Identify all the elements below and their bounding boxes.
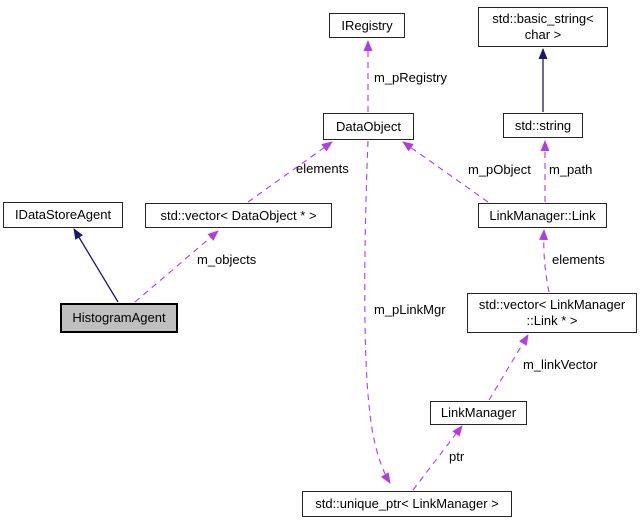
node-label-line: std::string bbox=[514, 117, 572, 133]
node-std-string[interactable]: std::string bbox=[503, 113, 583, 138]
edge-label-usage-m-pregistry: m_pRegistry bbox=[374, 70, 447, 85]
node-basic-string[interactable]: std::basic_string<char > bbox=[478, 7, 608, 47]
edge-label-usage-elements-link: elements bbox=[552, 252, 605, 267]
edge-usage-m-objects bbox=[134, 230, 219, 303]
edge-inherit-histogramagent-idatastoreagent bbox=[73, 228, 119, 303]
edge-label-usage-m-objects: m_objects bbox=[197, 252, 257, 267]
node-vector-dataobject[interactable]: std::vector< DataObject * > bbox=[145, 203, 332, 228]
edge-usage-ptr bbox=[412, 425, 463, 491]
node-label-line: char > bbox=[524, 27, 562, 42]
node-iregistry[interactable]: IRegistry bbox=[329, 13, 405, 38]
node-label-line: LinkManager::Link bbox=[489, 207, 596, 223]
node-label-line: DataObject bbox=[335, 118, 402, 134]
node-linkmanager[interactable]: LinkManager bbox=[430, 401, 527, 425]
node-unique-ptr[interactable]: std::unique_ptr< LinkManager > bbox=[302, 491, 512, 517]
node-label-line: IRegistry bbox=[341, 17, 393, 33]
edge-usage-m-linkvector bbox=[488, 334, 529, 401]
node-vector-link[interactable]: std::vector< LinkManager::Link * > bbox=[467, 293, 637, 333]
edge-label-usage-m-linkvector: m_linkVector bbox=[523, 357, 598, 372]
edge-label-usage-m-plinkmgr: m_pLinkMgr bbox=[374, 302, 446, 317]
node-label-line: IDataStoreAgent bbox=[14, 207, 112, 222]
edge-usage-elements-link bbox=[539, 229, 550, 293]
edge-label-usage-elements-dataobject: elements bbox=[296, 161, 349, 176]
node-label-line: ::Link * > bbox=[526, 313, 578, 328]
node-label-line: std::vector< DataObject * > bbox=[160, 207, 317, 223]
edge-label-usage-ptr: ptr bbox=[449, 449, 465, 464]
node-idatastoreagent[interactable]: IDataStoreAgent bbox=[3, 202, 123, 228]
node-histogramagent[interactable]: HistogramAgent bbox=[60, 303, 178, 333]
node-label-line: HistogramAgent bbox=[72, 310, 166, 325]
node-linkmanager-link[interactable]: LinkManager::Link bbox=[478, 203, 607, 228]
node-label-line: std::vector< LinkManager bbox=[478, 297, 626, 312]
node-label-line: std::basic_string< bbox=[492, 11, 594, 26]
edge-label-usage-m-path: m_path bbox=[549, 162, 593, 177]
node-label-line: std::unique_ptr< LinkManager > bbox=[315, 496, 499, 511]
edge-label-usage-m-pobject: m_pObject bbox=[468, 162, 531, 177]
node-label-line: LinkManager bbox=[440, 405, 517, 420]
edge-usage-m-plinkmgr bbox=[364, 140, 391, 484]
node-dataobject[interactable]: DataObject bbox=[323, 113, 414, 140]
